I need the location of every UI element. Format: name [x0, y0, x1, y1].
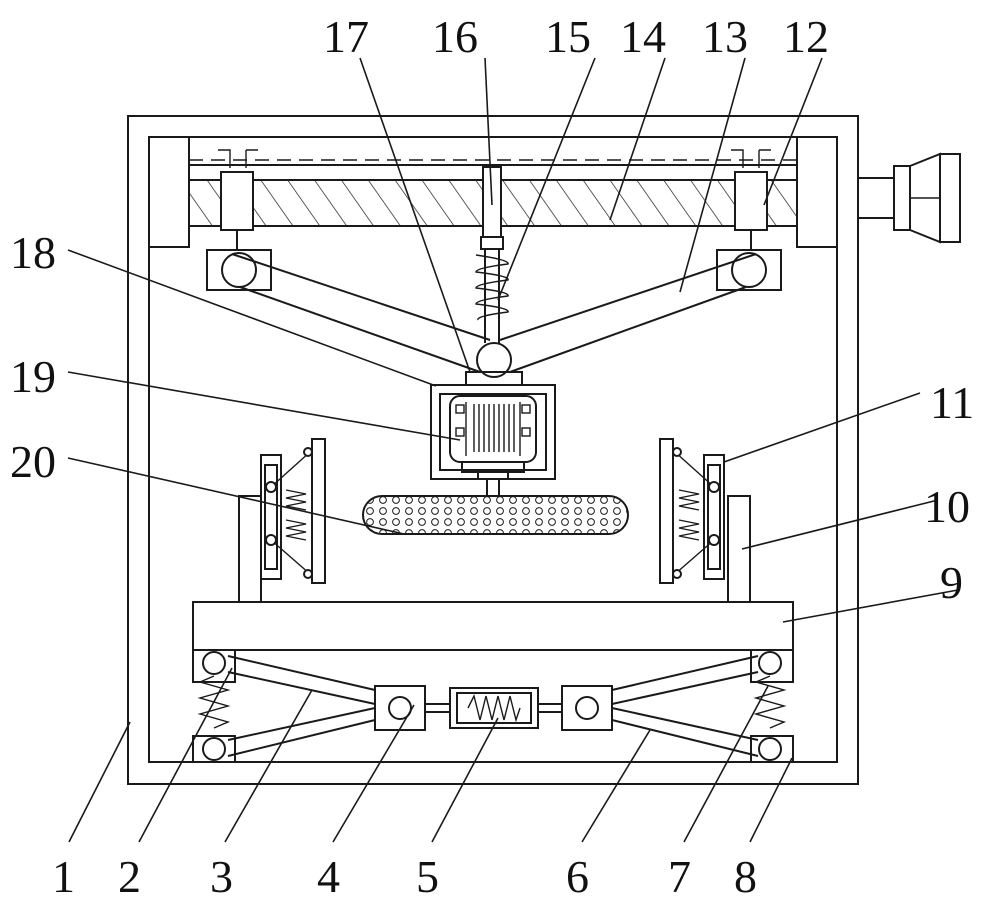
label-9: 9	[940, 557, 963, 608]
label-12: 12	[783, 11, 829, 62]
right-clamp	[659, 438, 751, 603]
label-13: 13	[702, 11, 748, 62]
label-5: 5	[416, 851, 439, 899]
label-17: 17	[323, 11, 369, 62]
top-rail-assembly	[148, 136, 838, 250]
label-1: 1	[52, 851, 75, 899]
outer-frame	[127, 115, 859, 785]
grinding-roller	[362, 495, 629, 535]
label-7: 7	[668, 851, 691, 899]
label-16: 16	[432, 11, 478, 62]
number-labels: 1 2 3 4 5 6 7 8 9 10 11 12 13 14 15 16 1…	[10, 11, 974, 899]
label-6: 6	[566, 851, 589, 899]
scissor-support	[192, 649, 794, 763]
swing-arms	[206, 249, 782, 378]
left-clamp	[238, 438, 326, 603]
platform	[192, 601, 794, 651]
label-18: 18	[10, 227, 56, 278]
label-14: 14	[620, 11, 666, 62]
label-2: 2	[118, 851, 141, 899]
label-4: 4	[317, 851, 340, 899]
label-8: 8	[734, 851, 757, 899]
center-rod-spring	[475, 236, 509, 343]
label-3: 3	[210, 851, 233, 899]
side-motor	[857, 152, 961, 244]
label-19: 19	[10, 351, 56, 402]
label-10: 10	[924, 481, 970, 532]
label-15: 15	[545, 11, 591, 62]
leader-lines	[67, 57, 959, 843]
motor-housing	[430, 371, 556, 496]
label-11: 11	[930, 377, 974, 428]
label-20: 20	[10, 436, 56, 487]
